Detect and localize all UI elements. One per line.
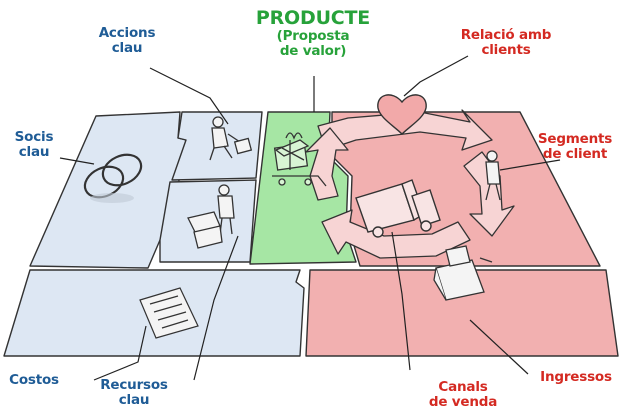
recursos-line-1: Recursos [86,378,182,393]
relacio-label: Relació amb clients [448,28,564,58]
costos-label: Costos [2,373,66,388]
accions-line-1: Accions [82,26,172,41]
socis-label: Socis clau [4,130,64,160]
canals-line-2: de venda [420,395,506,410]
canals-line-1: Canals [420,380,506,395]
segments-line-2: de client [530,147,620,162]
recursos-line-2: clau [86,393,182,408]
accions-line-2: clau [82,41,172,56]
producte-subtitle-2: de valor) [238,44,388,59]
costos-line-1: Costos [2,373,66,388]
producte-title: PRODUCTE [238,8,388,29]
canals-label: Canals de venda [420,380,506,410]
producte-label: PRODUCTE (Proposta de valor) [238,8,388,59]
socis-line-1: Socis [4,130,64,145]
recursos-label: Recursos clau [86,378,182,408]
segments-line-1: Segments [530,132,620,147]
producte-subtitle-1: (Proposta [238,29,388,44]
relacio-line-2: clients [448,43,564,58]
accions-label: Accions clau [82,26,172,56]
ingressos-line-1: Ingressos [532,370,620,385]
relacio-line-1: Relació amb [448,28,564,43]
ingressos-label: Ingressos [532,370,620,385]
socis-line-2: clau [4,145,64,160]
segments-label: Segments de client [530,132,620,162]
